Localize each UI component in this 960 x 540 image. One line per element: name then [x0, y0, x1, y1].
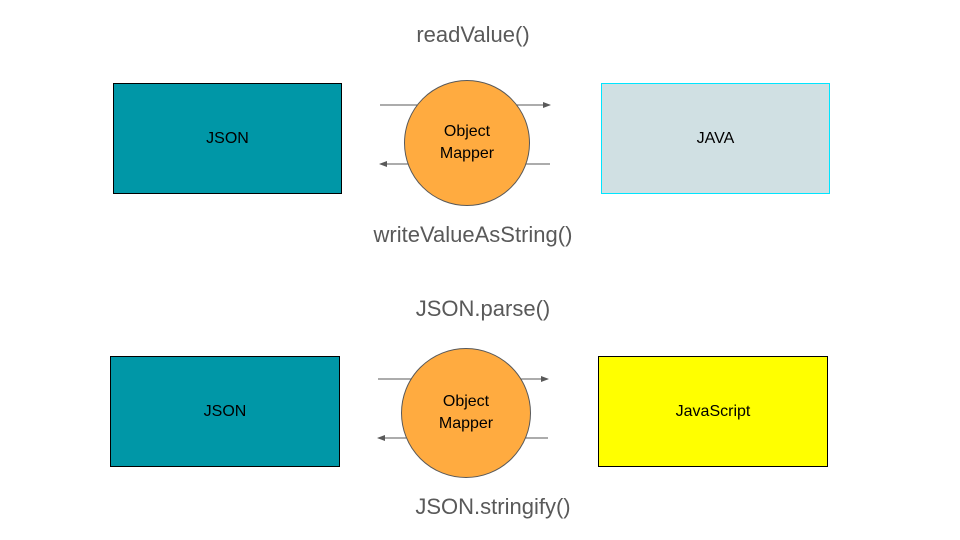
top-java-label: JAVA — [696, 129, 735, 147]
top-object-mapper: Object Mapper — [404, 80, 530, 206]
bottom-json-box: JSON — [110, 356, 340, 467]
top-json-box: JSON — [113, 83, 342, 194]
bottom-object-mapper: Object Mapper — [401, 348, 531, 478]
top-mapper-line1: Object — [443, 123, 491, 140]
bottom-mapper-line2: Mapper — [438, 415, 494, 432]
top-method-write: writeValueAsString() — [373, 222, 573, 247]
top-json-label: JSON — [206, 129, 249, 147]
bottom-javascript-label: JavaScript — [675, 402, 751, 420]
top-method-read: readValue() — [416, 22, 530, 47]
top-java-box: JAVA — [601, 83, 830, 194]
bottom-method-parse: JSON.parse() — [415, 296, 551, 321]
bottom-json-label: JSON — [203, 402, 247, 420]
top-mapper-line2: Mapper — [439, 145, 495, 162]
bottom-method-stringify: JSON.stringify() — [415, 494, 571, 519]
bottom-mapper-line1: Object — [442, 393, 490, 410]
bottom-javascript-box: JavaScript — [598, 356, 828, 467]
